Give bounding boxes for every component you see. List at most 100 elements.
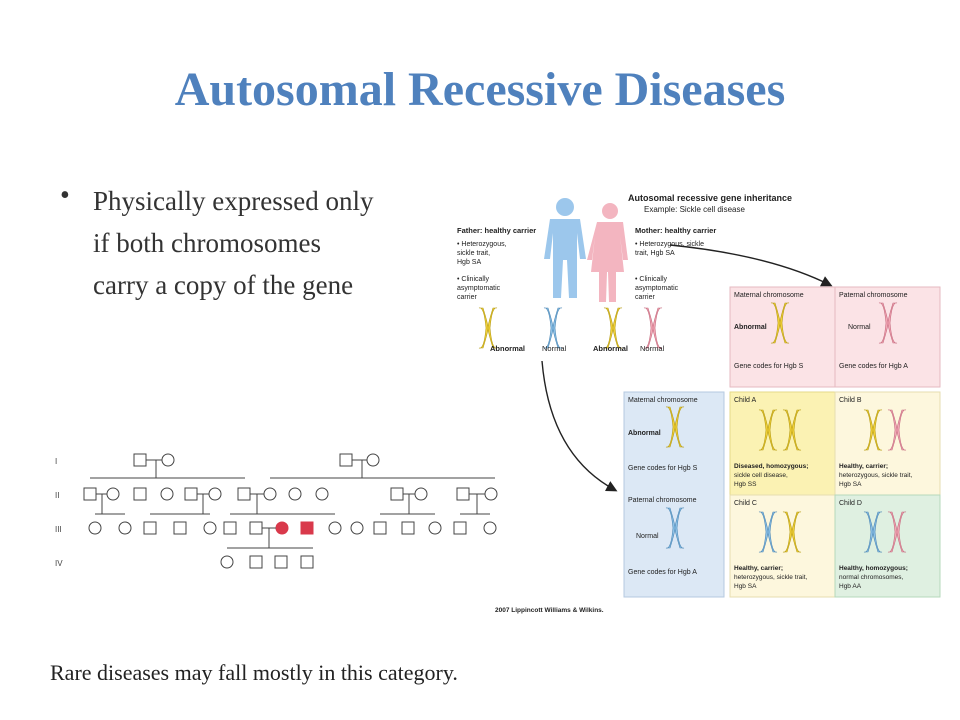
gen4-ind-1	[220, 555, 234, 569]
copyright: 2007 Lippincott Williams & Wilkins.	[495, 607, 604, 614]
maternal-chromosome-title-left: Maternal chromosome	[628, 397, 698, 404]
paternal-chromosome-panel-top	[834, 286, 941, 388]
mother-abnormal-chromosome	[603, 307, 623, 349]
bullet-line-1: Physically expressed only	[93, 186, 374, 216]
gen3-ind-2	[118, 521, 132, 535]
mother-silhouette	[587, 203, 628, 302]
father-normal-label: Normal	[542, 344, 567, 353]
gen2-ind-4	[160, 487, 174, 501]
generation-label-2: II	[55, 491, 59, 500]
gen3-affected-male	[300, 521, 314, 535]
generation-label-3: III	[55, 525, 62, 534]
gen3-ind-13	[401, 521, 415, 535]
father-bullet-2: sickle trait,	[457, 250, 490, 257]
gen4-ind-4	[300, 555, 314, 569]
paternal-chromosome-title-top: Paternal chromosome	[839, 292, 908, 299]
gen3-ind-11	[350, 521, 364, 535]
child-b-desc-2: Hgb SA	[839, 481, 862, 488]
gen4-ind-2	[249, 555, 263, 569]
gene-codes-a-left: Gene codes for Hgb A	[628, 569, 697, 576]
gen1-female-right	[366, 453, 380, 467]
gen2-ind-2	[106, 487, 120, 501]
child-a-panel	[729, 391, 836, 496]
mother-bullet-1: • Heterozygous, sickle	[635, 241, 704, 248]
father-abnormal-label: Abnormal	[490, 344, 525, 353]
gen3-ind-14	[428, 521, 442, 535]
mother-bullet-3: • Clinically	[635, 276, 668, 283]
mother-title: Mother: healthy carrier	[635, 226, 716, 235]
child-d-panel	[834, 494, 941, 598]
arrow-to-mother-panel	[669, 244, 833, 287]
bullet-marker: •	[60, 180, 70, 211]
child-c-desc-1: heterozygous, sickle trait,	[734, 574, 808, 581]
gen3-ind-1	[88, 521, 102, 535]
footer-note: Rare diseases may fall mostly in this ca…	[50, 660, 458, 685]
gen3-ind-5	[203, 521, 217, 535]
child-d-title: Child D	[839, 500, 862, 507]
gen2-ind-10	[315, 487, 329, 501]
generation-label-1: I	[55, 457, 57, 466]
child-a-title: Child A	[734, 397, 757, 404]
mother-normal-chromosome	[643, 307, 663, 349]
father-title: Father: healthy carrier	[457, 226, 536, 235]
gen2-ind-3	[133, 487, 147, 501]
father-abnormal-chromosome	[478, 307, 498, 349]
arrow-to-father-panel	[541, 360, 618, 492]
child-c-title: Child C	[734, 500, 757, 507]
mother-abnormal-label: Abnormal	[593, 344, 628, 353]
left-abnormal-label: Abnormal	[628, 430, 661, 437]
bullet-line-2: if both chromosomes	[93, 228, 321, 258]
gen2-ind-6	[208, 487, 222, 501]
bullet-text: Physically expressed only if both chromo…	[93, 180, 373, 306]
gen2-ind-14	[484, 487, 498, 501]
father-bullet-5: asymptomatic	[457, 285, 501, 292]
gen1-male-right	[339, 453, 353, 467]
panel-abnormal-label: Abnormal	[734, 324, 767, 331]
gen4-ind-3	[274, 555, 288, 569]
child-d-desc-2: Hgb AA	[839, 583, 862, 590]
gen2-ind-1	[83, 487, 97, 501]
father-normal-chromosome	[543, 307, 563, 349]
child-c-desc-2: Hgb SA	[734, 583, 757, 590]
child-d-desc-1: normal chromosomes,	[839, 574, 903, 581]
mother-bullet-4: asymptomatic	[635, 285, 679, 292]
gen1-male-left	[133, 453, 147, 467]
gen3-ind-10	[328, 521, 342, 535]
gen2-ind-7	[237, 487, 251, 501]
gen3-ind-3	[143, 521, 157, 535]
child-a-desc-1: sickle cell disease,	[734, 472, 788, 479]
gene-codes-s-top: Gene codes for Hgb S	[734, 363, 804, 370]
mother-bullet-2: trait, Hgb SA	[635, 250, 675, 257]
bullet-line-3: carry a copy of the gene	[93, 270, 354, 300]
maternal-chromosome-panel	[729, 286, 836, 388]
gen2-ind-8	[263, 487, 277, 501]
figure-heading: Autosomal recessive gene inheritance	[628, 193, 792, 203]
gen3-ind-15	[453, 521, 467, 535]
inheritance-figure: Autosomal recessive gene inheritance Exa…	[457, 193, 941, 614]
gen3-ind-6	[223, 521, 237, 535]
child-a-desc-2: Hgb SS	[734, 481, 757, 488]
child-b-desc-1: heterozygous, sickle trait,	[839, 472, 913, 479]
gen3-ind-4	[173, 521, 187, 535]
gen2-ind-12	[414, 487, 428, 501]
figure-subheading: Example: Sickle cell disease	[644, 205, 745, 214]
gen1-female-left	[161, 453, 175, 467]
mother-bullet-5: carrier	[635, 294, 656, 301]
mother-normal-label: Normal	[640, 344, 665, 353]
child-c-panel	[729, 494, 836, 598]
child-c-status: Healthy, carrier;	[734, 565, 783, 572]
gen3-affected-female	[275, 521, 289, 535]
gen3-ind-12	[373, 521, 387, 535]
father-bullet-3: Hgb SA	[457, 259, 481, 266]
father-bullet-1: • Heterozygous,	[457, 241, 507, 248]
paternal-chromosome-title-left: Paternal chromosome	[628, 497, 697, 504]
father-bullet-4: • Clinically	[457, 276, 490, 283]
child-b-title: Child B	[839, 397, 862, 404]
gen2-ind-9	[288, 487, 302, 501]
gen2-ind-13	[456, 487, 470, 501]
gen3-ind-7	[249, 521, 263, 535]
generation-label-4: IV	[55, 559, 63, 568]
slide-title: Autosomal Recessive Diseases	[174, 63, 786, 116]
father-bullet-6: carrier	[457, 294, 478, 301]
gen3-ind-16	[483, 521, 497, 535]
